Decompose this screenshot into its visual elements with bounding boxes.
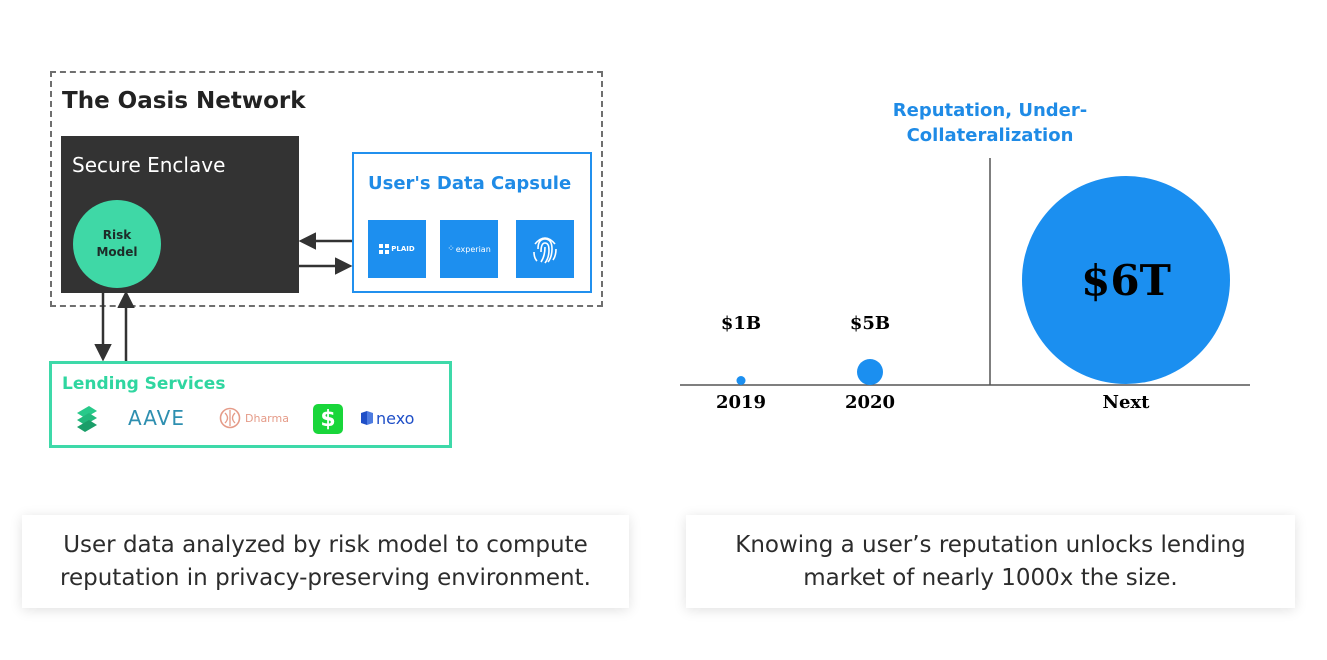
- cash-app-logo-icon: $: [313, 404, 343, 434]
- category-label-2019: 2019: [716, 392, 766, 413]
- risk-model-circle: Risk Model: [73, 200, 161, 288]
- value-label-2019: $1B: [721, 313, 761, 334]
- nexo-label: nexo: [376, 409, 415, 428]
- bubble-next: [1022, 176, 1230, 384]
- compound-logo-icon: [77, 406, 97, 432]
- value-label-next: $6T: [1081, 256, 1171, 305]
- experian-logo-icon: ⁘ experian: [440, 220, 498, 278]
- chart-title: Reputation, Under- Collateralization: [892, 100, 1088, 146]
- aave-logo-icon: AAVE: [128, 406, 185, 430]
- secure-enclave-title: Secure Enclave: [72, 153, 226, 177]
- plaid-label: PLAID: [391, 245, 415, 253]
- value-label-2020: $5B: [850, 313, 890, 334]
- fingerprint-icon: [516, 220, 574, 278]
- dharma-logo-icon: [219, 407, 241, 429]
- category-label-next: Next: [1103, 392, 1151, 413]
- caption-left: User data analyzed by risk model to comp…: [22, 515, 629, 608]
- lending-services-box: [49, 361, 452, 448]
- data-capsule-box: [352, 152, 592, 293]
- plaid-logo-icon: PLAID: [368, 220, 426, 278]
- bubble-2020: [857, 359, 883, 385]
- oasis-network-box: [50, 71, 603, 307]
- category-label-2020: 2020: [845, 392, 895, 413]
- lending-services-title: Lending Services: [62, 374, 226, 394]
- dharma-label: Dharma: [245, 412, 289, 425]
- oasis-network-title: The Oasis Network: [62, 88, 306, 114]
- caption-right: Knowing a user’s reputation unlocks lend…: [686, 515, 1295, 608]
- nexo-logo-icon: [361, 411, 373, 425]
- experian-label: experian: [455, 244, 491, 254]
- data-capsule-title: User's Data Capsule: [368, 173, 572, 194]
- bubble-2019: [736, 376, 746, 385]
